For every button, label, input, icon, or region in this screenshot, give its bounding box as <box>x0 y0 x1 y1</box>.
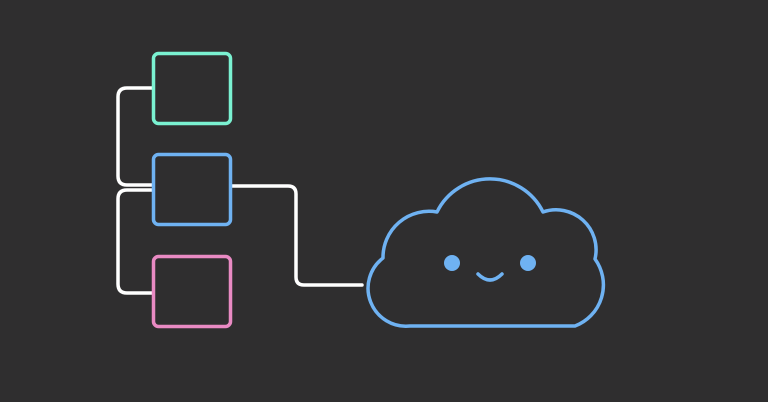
cloud-right-eye <box>520 255 536 271</box>
cloud <box>366 177 606 328</box>
connectors <box>116 86 364 295</box>
connector-middle-to-bottom <box>116 188 155 295</box>
connector-top-to-middle <box>116 86 155 187</box>
node-bottom <box>151 254 233 329</box>
cloud-smile <box>476 272 504 282</box>
connector-middle-to-cloud <box>229 184 364 287</box>
node-top <box>151 51 233 126</box>
nodes <box>151 51 233 329</box>
node-middle <box>151 152 233 227</box>
cloud-left-eye <box>444 255 460 271</box>
cloud-icon <box>366 177 606 328</box>
